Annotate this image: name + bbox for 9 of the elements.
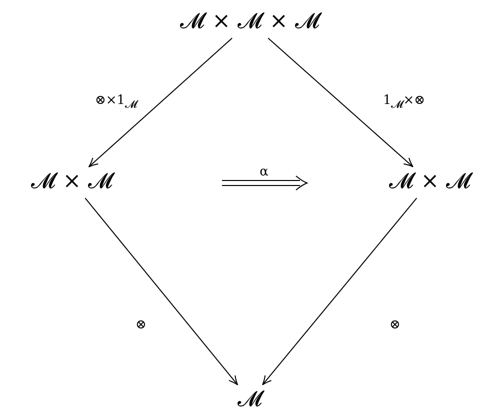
object-label: 𝓜 × 𝓜 bbox=[30, 170, 114, 194]
object-label: 𝓜 × 𝓜 × 𝓜 bbox=[180, 10, 320, 34]
edge-label: ⊗ bbox=[390, 318, 400, 332]
object-label: 𝓜 × 𝓜 bbox=[388, 170, 472, 194]
edge-label: ⊗×1$_{𝓜}$ bbox=[94, 93, 138, 111]
object-label: 𝓜 bbox=[238, 388, 262, 412]
transformation-label: α bbox=[260, 164, 268, 180]
edge-label: 1$_{𝓜}$×⊗ bbox=[382, 93, 426, 111]
edge-label: ⊗ bbox=[136, 318, 146, 332]
